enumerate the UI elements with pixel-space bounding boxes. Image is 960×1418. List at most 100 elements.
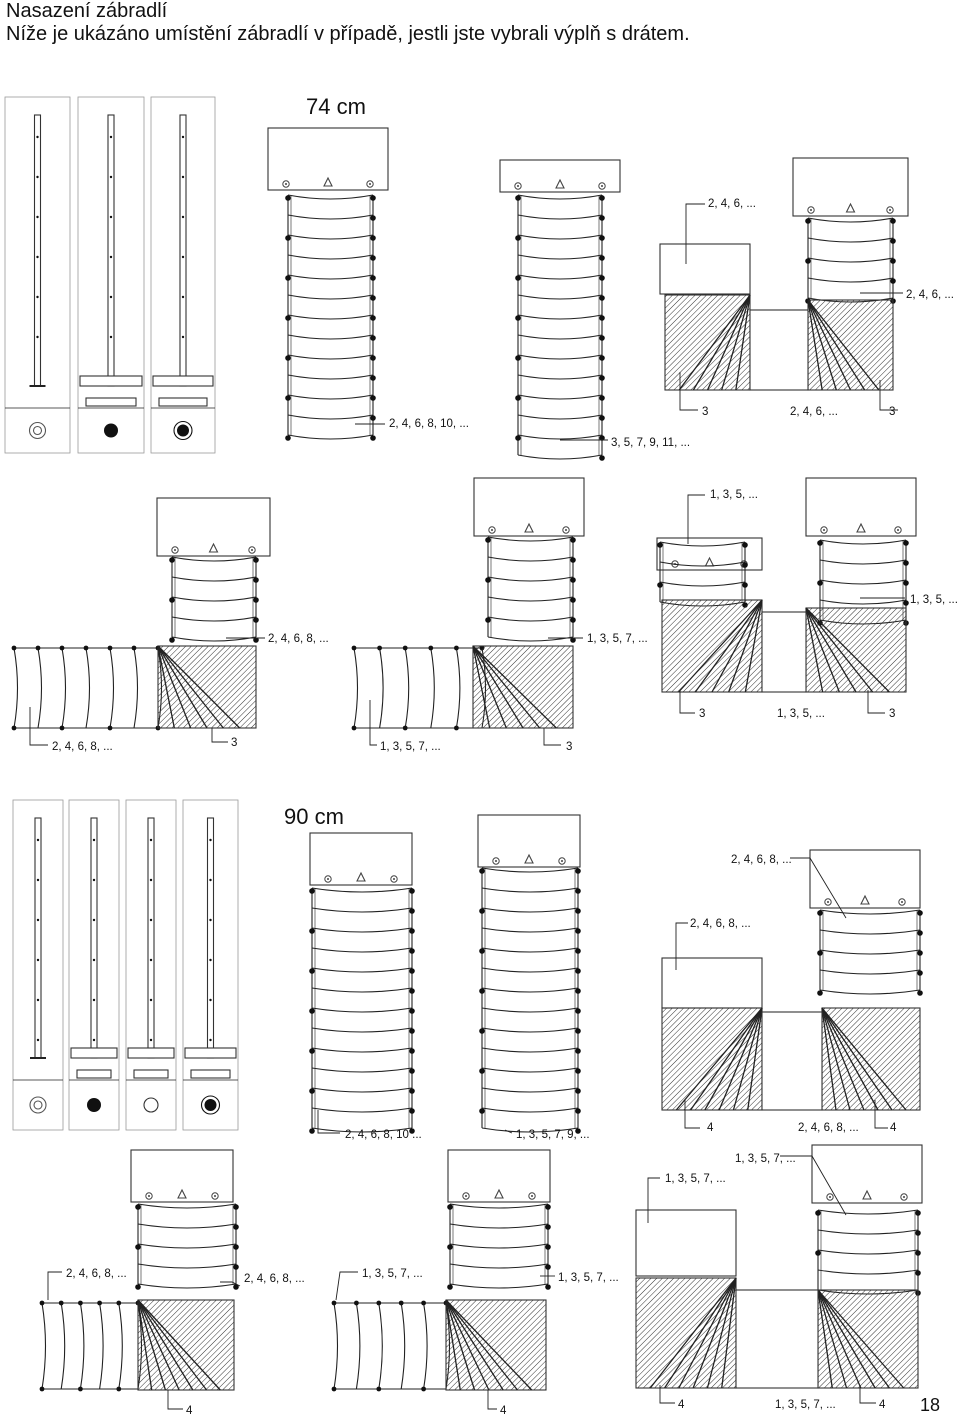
anchor-center [561, 860, 563, 862]
post-dot [370, 255, 376, 261]
railing-post [34, 817, 42, 1059]
post-dot [570, 597, 576, 603]
post-dot [35, 645, 41, 651]
label-u-90-top-1: 2, 4, 6, 8, ... [731, 854, 792, 866]
winder-tread-line [157, 645, 192, 729]
label-u2-74-bottom-3: 3 [889, 708, 895, 720]
winder-tread-line [805, 607, 890, 693]
anchor-center [393, 878, 395, 880]
post-bracket [70, 1047, 118, 1059]
anchor-center [897, 529, 899, 531]
stair-tread [819, 929, 921, 935]
post-dot [370, 355, 376, 361]
stair-tread [481, 1047, 579, 1053]
label-u-90-bottom-1: 4 [707, 1122, 714, 1134]
stair-tread [817, 1209, 919, 1215]
direction-arrow [494, 1188, 504, 1199]
post-symbol-inner [32, 425, 43, 436]
post-wire-hole [109, 255, 113, 259]
post-dot [233, 1244, 239, 1250]
post-dot [570, 577, 576, 583]
post-dot [545, 1284, 551, 1290]
winder-tread-line [445, 1299, 490, 1391]
post-dot [377, 645, 382, 651]
winder-tread-line [445, 1299, 504, 1391]
direction-arrow [208, 542, 219, 553]
post-dot [285, 235, 291, 241]
stair-tread [481, 1127, 579, 1133]
winder-tread-line [704, 1007, 763, 1111]
post-dot [575, 1108, 581, 1114]
u-stair-upper-left [659, 243, 751, 295]
winder-tread-line [711, 599, 763, 693]
u-stair-upper-left [635, 1209, 737, 1277]
label-l1-90-mid: 2, 4, 6, 8, ... [244, 1273, 305, 1285]
stair-tread [517, 374, 603, 380]
post-wire-hole [149, 878, 153, 882]
post-dot [479, 1028, 485, 1034]
post-dot [370, 295, 376, 301]
winder-tread-line [821, 1007, 851, 1111]
leader-line [487, 1390, 497, 1410]
leader-line [687, 494, 705, 544]
post-dot [599, 215, 605, 221]
post-dot [599, 275, 605, 281]
label-l2-74-three: 3 [566, 741, 572, 753]
stair-tread [449, 1223, 549, 1229]
post-dot [409, 1048, 415, 1054]
post-dot [515, 275, 521, 281]
post-wire-hole [209, 918, 212, 922]
winder-tread-line [137, 1299, 221, 1391]
post-dot [575, 1048, 581, 1054]
stair-tread [353, 647, 359, 729]
post-symbol-inner [33, 1100, 43, 1110]
stair-tread [404, 647, 410, 729]
post-dot [917, 910, 923, 916]
winder-tread-line [807, 299, 866, 391]
winder-tread-line [817, 1289, 848, 1389]
label-u-90-top-2: 2, 4, 6, 8, ... [690, 918, 751, 930]
stair-tread [333, 1302, 339, 1390]
stair-tread [287, 194, 374, 200]
post-dot [59, 645, 65, 651]
winder-tread-line [678, 1277, 737, 1389]
section-header-74: 74 cm [306, 94, 366, 119]
l-stair-74-b [351, 477, 585, 746]
label-u-90-bottom-2: 2, 4, 6, 8, ... [798, 1122, 859, 1134]
stair-tread [517, 234, 603, 240]
post-dot [370, 375, 376, 381]
stair-tread [481, 947, 579, 953]
post-dot [78, 1300, 83, 1306]
direction-arrow [860, 894, 870, 905]
post-wire-hole [181, 215, 185, 219]
l-stair-90-b [331, 1149, 555, 1410]
stair-tread [517, 254, 603, 260]
direction-arrow [524, 522, 534, 533]
stair-tread [449, 1263, 549, 1269]
post-dot [409, 1088, 415, 1094]
winder-landing [661, 1007, 763, 1111]
stair-tread [85, 647, 91, 729]
winder-tread-line [690, 1007, 763, 1111]
post-wire-hole [209, 878, 212, 882]
post-dot [575, 1128, 581, 1134]
post-dot [890, 278, 896, 284]
post-dot [11, 645, 17, 651]
stair-tread [311, 907, 413, 913]
post-dot [657, 582, 663, 588]
label-u-74-bottom-3: 3 [889, 406, 895, 418]
stair-tread [311, 927, 413, 933]
post-dot [917, 990, 923, 996]
stair-tread [137, 1203, 237, 1209]
stair-tread [311, 1067, 413, 1073]
post-dot [575, 988, 581, 994]
post-dot [97, 1300, 102, 1306]
label-l1-90-top: 2, 4, 6, 8, ... [66, 1268, 127, 1280]
stair-tread [481, 927, 579, 933]
winder-tread-line [747, 1007, 763, 1111]
post-wire-hole [36, 1038, 40, 1042]
winder-tread-line [821, 1007, 907, 1111]
stair-tread [517, 434, 603, 440]
winder-tread-line [817, 1289, 862, 1389]
stair-tread [807, 217, 894, 223]
